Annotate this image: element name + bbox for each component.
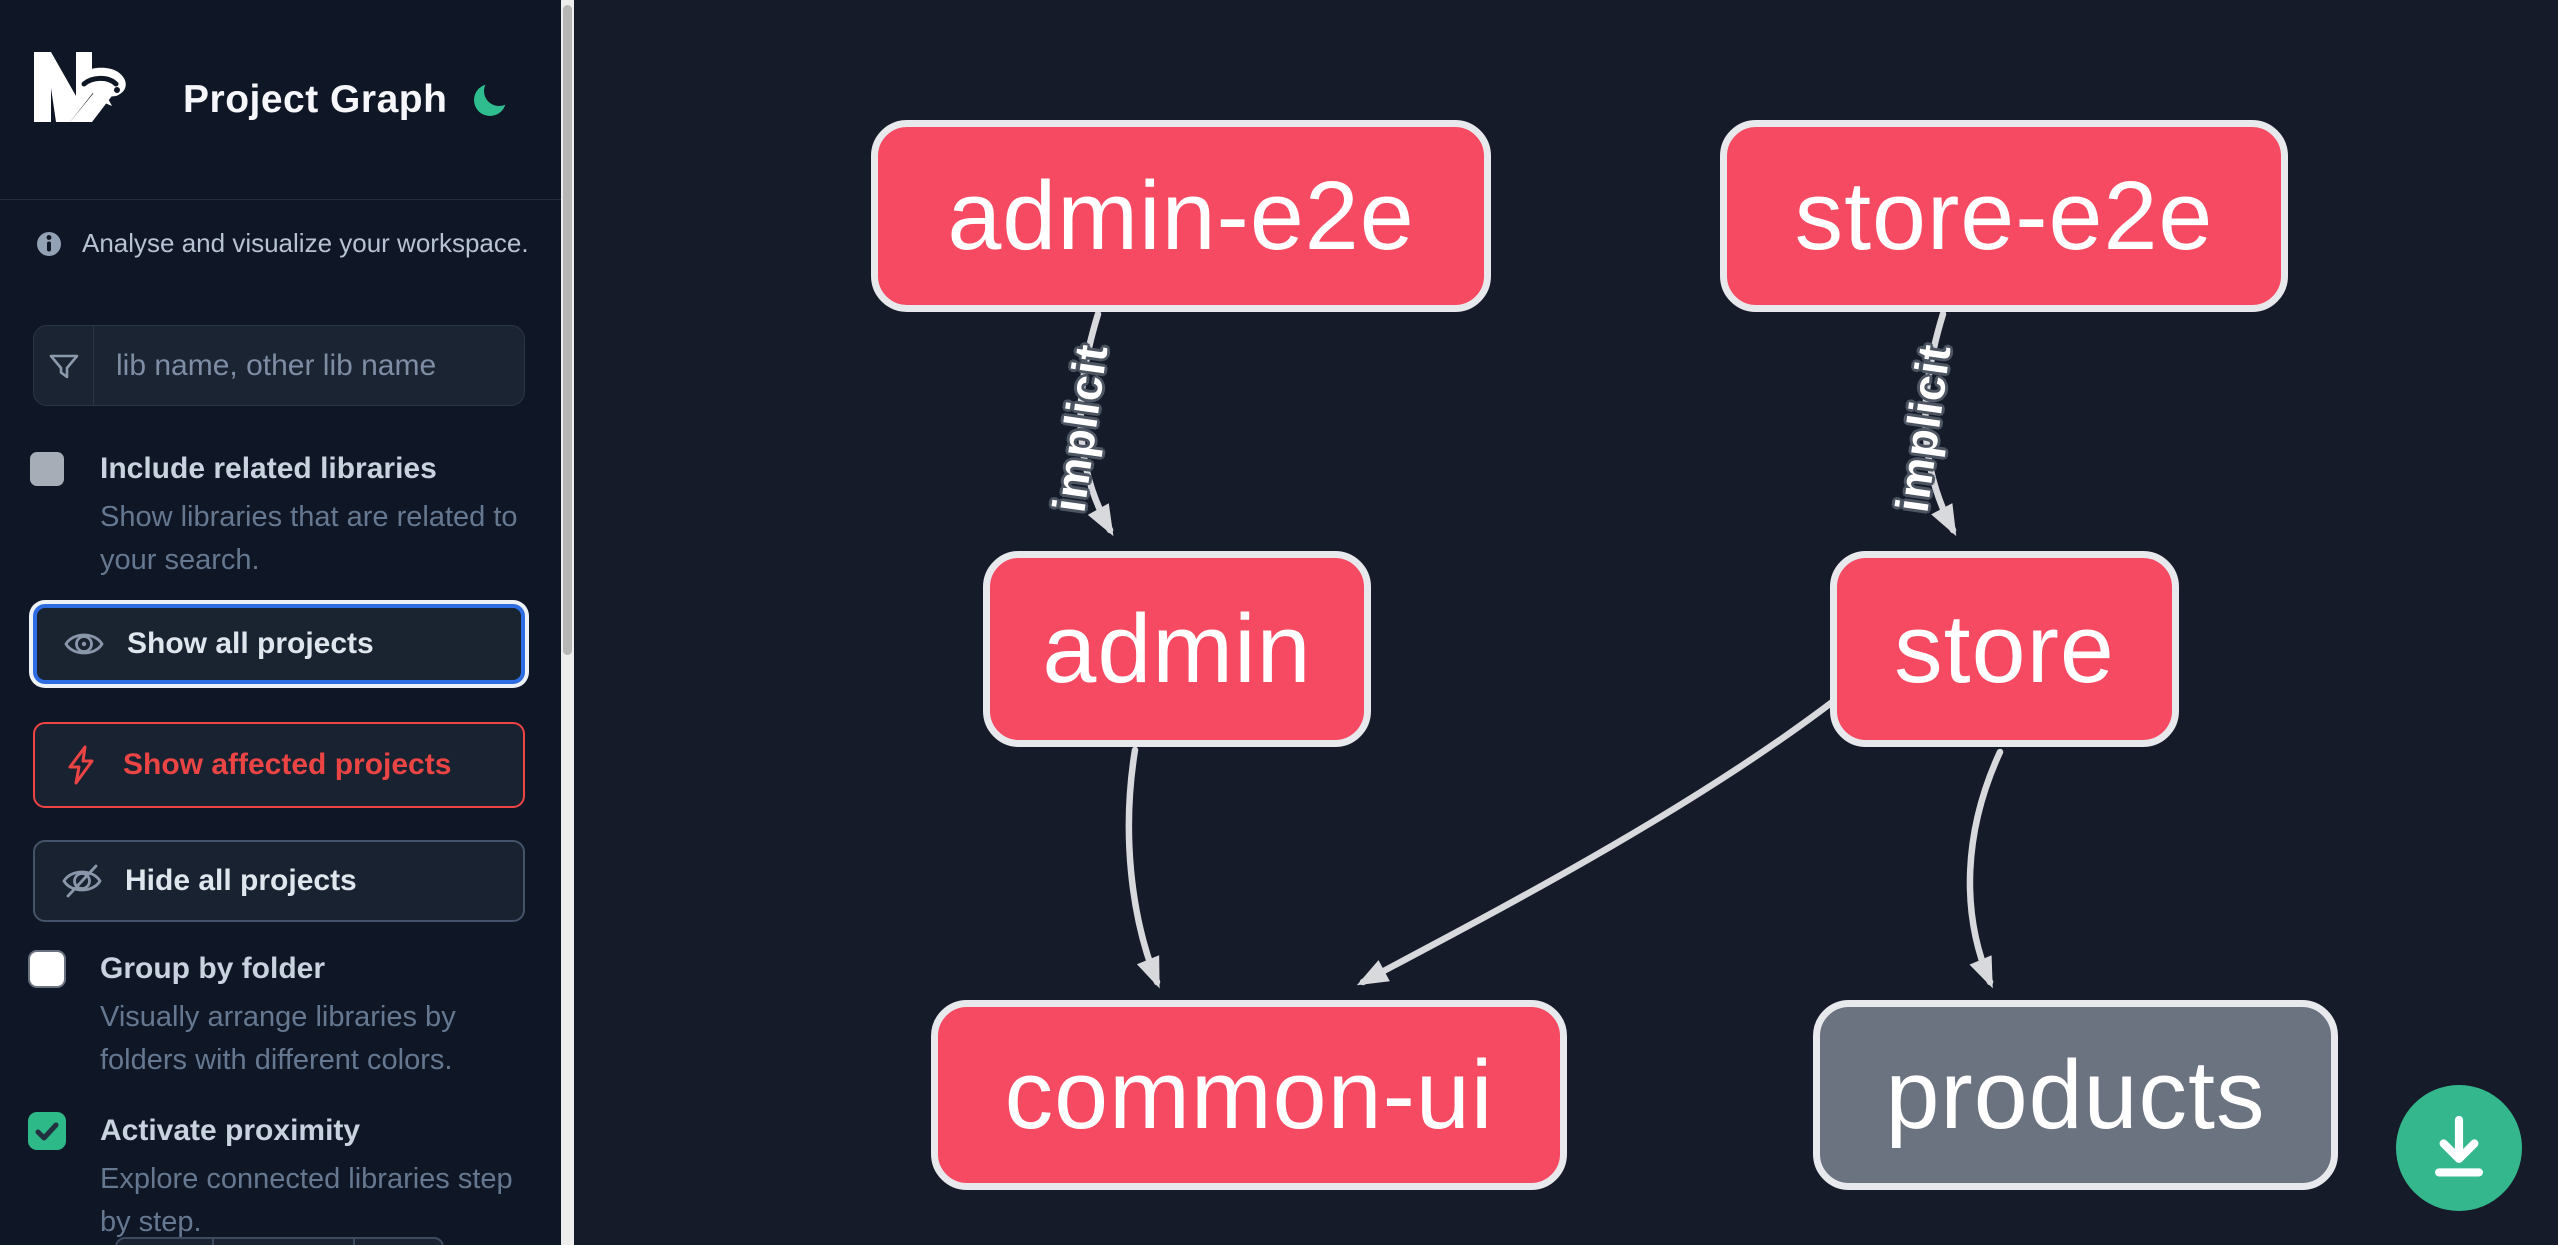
hide-all-projects-button[interactable]: Hide all projects (33, 840, 525, 922)
search-input[interactable] (94, 326, 524, 405)
group-by-folder-description: Visually arrange libraries by folders wi… (100, 1001, 456, 1076)
activate-proximity-checkbox[interactable] (30, 1114, 64, 1148)
nx-logo-icon (34, 52, 126, 122)
edge-store-e2e-store (1922, 310, 1957, 537)
include-related-description: Show libraries that are related to your … (100, 501, 518, 576)
edge-store-common-ui (1356, 696, 1839, 986)
moon-icon (474, 76, 514, 116)
info-icon (37, 231, 61, 256)
eye-icon (64, 633, 104, 655)
node-common-ui[interactable]: common-ui (931, 1000, 1567, 1190)
page-title: Project Graph (183, 78, 448, 121)
stepper-divider (212, 1239, 214, 1245)
include-related-checkbox[interactable] (30, 452, 64, 486)
dark-mode-toggle[interactable] (468, 74, 516, 122)
node-store-e2e[interactable]: store-e2e (1720, 120, 2288, 312)
proximity-stepper[interactable] (115, 1237, 444, 1245)
dependency-edges (1077, 310, 2004, 989)
node-admin-e2e[interactable]: admin-e2e (871, 120, 1491, 312)
node-products[interactable]: products (1813, 1000, 2338, 1190)
node-store-e2e-label: store-e2e (1794, 161, 2214, 270)
option-include-related: Include related libraries Show libraries… (30, 450, 530, 582)
bolt-icon (68, 745, 94, 785)
node-store[interactable]: store (1830, 551, 2179, 747)
hide-all-projects-label: Hide all projects (125, 864, 357, 897)
download-icon (2435, 1115, 2483, 1177)
include-related-label: Include related libraries (100, 452, 437, 485)
group-by-folder-label: Group by folder (100, 952, 325, 985)
show-affected-projects-button[interactable]: Show affected projects (33, 722, 525, 808)
node-admin-e2e-label: admin-e2e (947, 161, 1415, 270)
workspace-tagline-row: Analyse and visualize your workspace. (36, 228, 529, 259)
stepper-divider (353, 1239, 355, 1245)
node-admin[interactable]: admin (983, 551, 1371, 747)
node-products-label: products (1885, 1040, 2266, 1149)
eye-off-icon (62, 864, 102, 898)
sidebar-scrollbar-thumb[interactable] (563, 5, 572, 655)
activate-proximity-label: Activate proximity (100, 1114, 361, 1147)
sidebar-header: Project Graph (0, 0, 561, 200)
sidebar-scrollbar[interactable] (561, 0, 574, 1245)
edge-admin-e2e-admin (1077, 310, 1114, 537)
node-common-ui-label: common-ui (1004, 1040, 1494, 1149)
show-all-projects-button[interactable]: Show all projects (33, 604, 525, 684)
graph-canvas[interactable]: admin-e2e store-e2e admin store common-u… (574, 0, 2558, 1245)
check-icon (35, 1122, 59, 1141)
node-admin-label: admin (1042, 594, 1312, 703)
filter-search (33, 325, 525, 406)
option-activate-proximity: Activate proximity Explore connected lib… (30, 1112, 530, 1244)
show-affected-projects-label: Show affected projects (123, 748, 452, 781)
sidebar: Project Graph Analyse and visualize your… (0, 0, 561, 1245)
activate-proximity-description: Explore connected libraries step by step… (100, 1163, 513, 1238)
workspace-tagline: Analyse and visualize your workspace. (82, 228, 529, 258)
option-group-by-folder: Group by folder Visually arrange librari… (30, 950, 530, 1082)
funnel-icon (34, 326, 94, 405)
download-graph-button[interactable] (2396, 1085, 2522, 1211)
edge-admin-common-ui (1125, 746, 1161, 989)
show-all-projects-label: Show all projects (127, 627, 374, 660)
group-by-folder-checkbox[interactable] (30, 952, 64, 986)
edge-store-products (1966, 748, 2004, 989)
node-store-label: store (1894, 594, 2115, 703)
